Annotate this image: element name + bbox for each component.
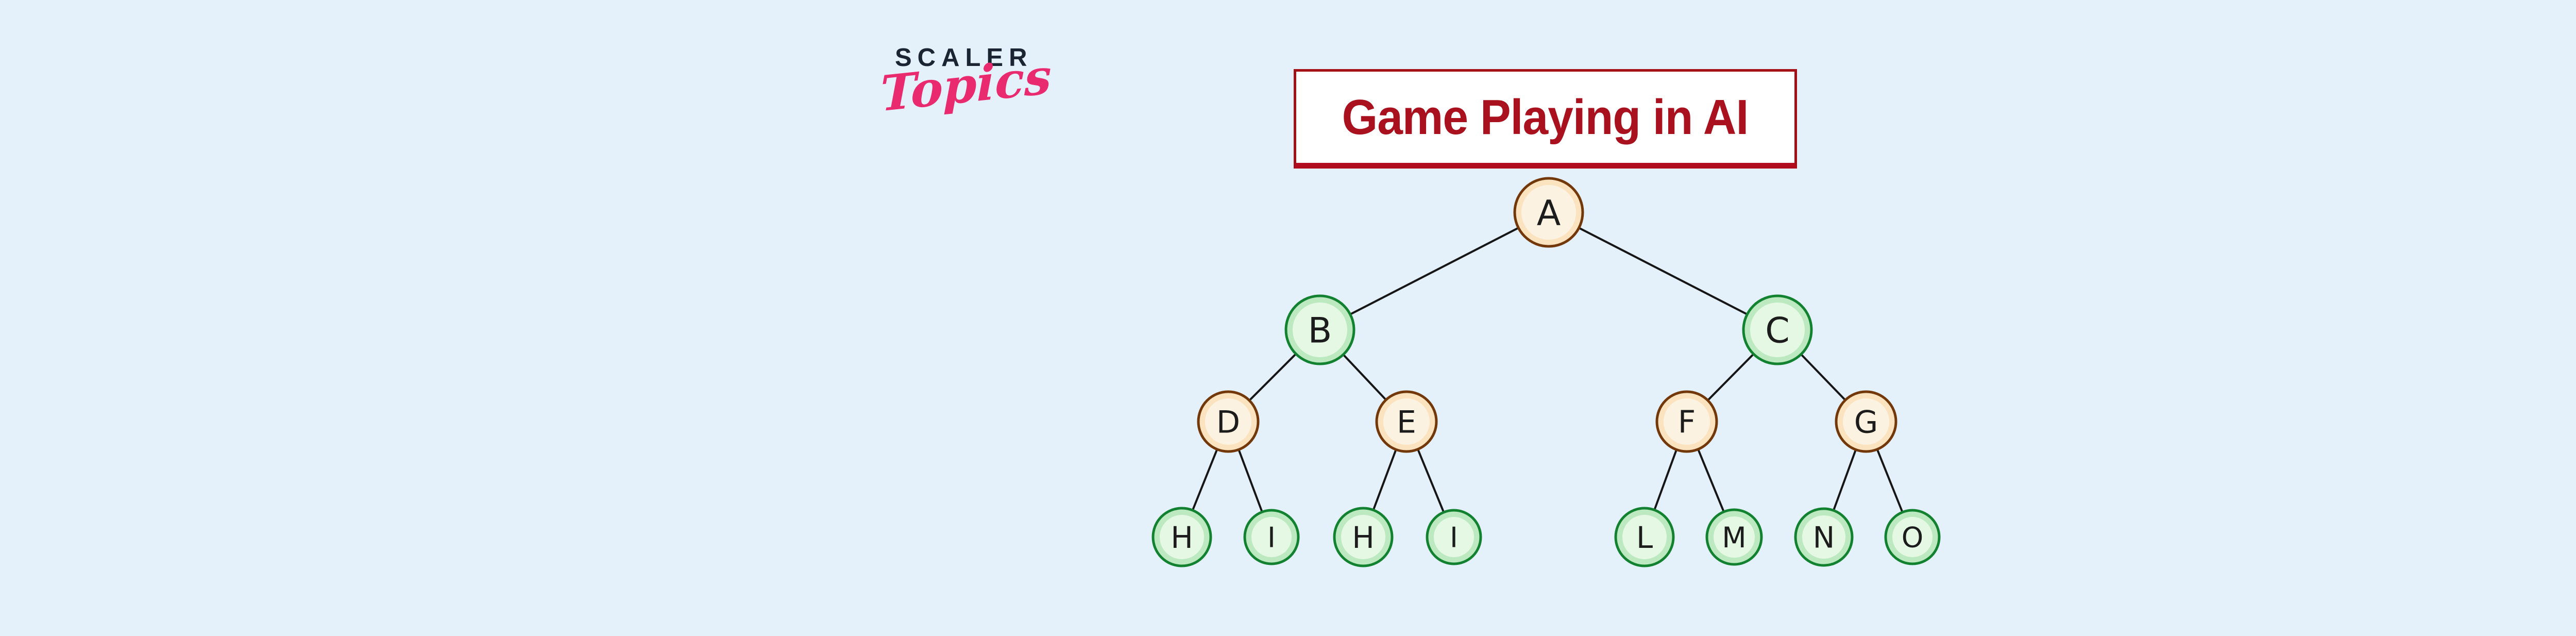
node-label: H: [1352, 520, 1375, 555]
node-label: I: [1450, 521, 1458, 554]
node-fill: [1714, 516, 1755, 558]
node-fill: [1205, 398, 1251, 445]
node-label: M: [1722, 521, 1746, 554]
node-fill: [1251, 517, 1292, 557]
node-fill: [1750, 303, 1805, 357]
tree-node-o: O: [1884, 509, 1941, 565]
node-fill: [1383, 398, 1430, 445]
node-label: C: [1765, 310, 1789, 351]
node-label: E: [1397, 405, 1416, 441]
node-fill: [1892, 517, 1933, 557]
page-title: Game Playing in AI: [1342, 89, 1749, 145]
tree-edge-a-c: [1548, 211, 1778, 331]
node-label: O: [1902, 521, 1924, 554]
node-label: A: [1537, 193, 1561, 233]
tree-edge-a-b: [1319, 211, 1549, 331]
logo-brand-text: SCALER: [895, 44, 1033, 72]
tree-node-m: M: [1705, 508, 1763, 566]
tree-node-h2: H: [1333, 507, 1394, 567]
node-fill: [1664, 398, 1710, 445]
node-fill: [1521, 185, 1576, 240]
node-label: L: [1636, 520, 1653, 555]
node-label: N: [1813, 521, 1835, 555]
tree-node-l: L: [1614, 507, 1675, 567]
tree-node-f: F: [1655, 390, 1718, 453]
node-fill: [1160, 515, 1204, 559]
tree-node-i1: I: [1243, 509, 1300, 565]
node-label: I: [1267, 521, 1276, 554]
node-fill: [1843, 398, 1889, 445]
node-fill: [1802, 515, 1845, 559]
tree-node-b: B: [1284, 294, 1355, 365]
tree-node-i2: I: [1426, 509, 1482, 565]
node-label: F: [1678, 405, 1696, 441]
node-fill: [1434, 517, 1474, 557]
tree-node-h1: H: [1151, 507, 1212, 567]
title-box: Game Playing in AI: [1294, 69, 1797, 169]
node-label: G: [1854, 405, 1878, 441]
tree-node-g: G: [1835, 390, 1897, 453]
tree-edges: [1181, 211, 1913, 538]
node-fill: [1341, 515, 1385, 559]
node-fill: [1622, 515, 1667, 559]
tree-node-c: C: [1742, 294, 1813, 365]
tree-node-a: A: [1513, 177, 1584, 248]
tree-node-e: E: [1375, 390, 1438, 453]
tree-node-d: D: [1197, 390, 1260, 453]
node-label: B: [1308, 310, 1332, 351]
tree-node-n: N: [1794, 507, 1854, 567]
node-fill: [1293, 303, 1347, 357]
node-label: H: [1171, 520, 1193, 555]
scaler-topics-logo: SCALER Topics: [880, 43, 1060, 123]
node-label: D: [1216, 405, 1240, 441]
